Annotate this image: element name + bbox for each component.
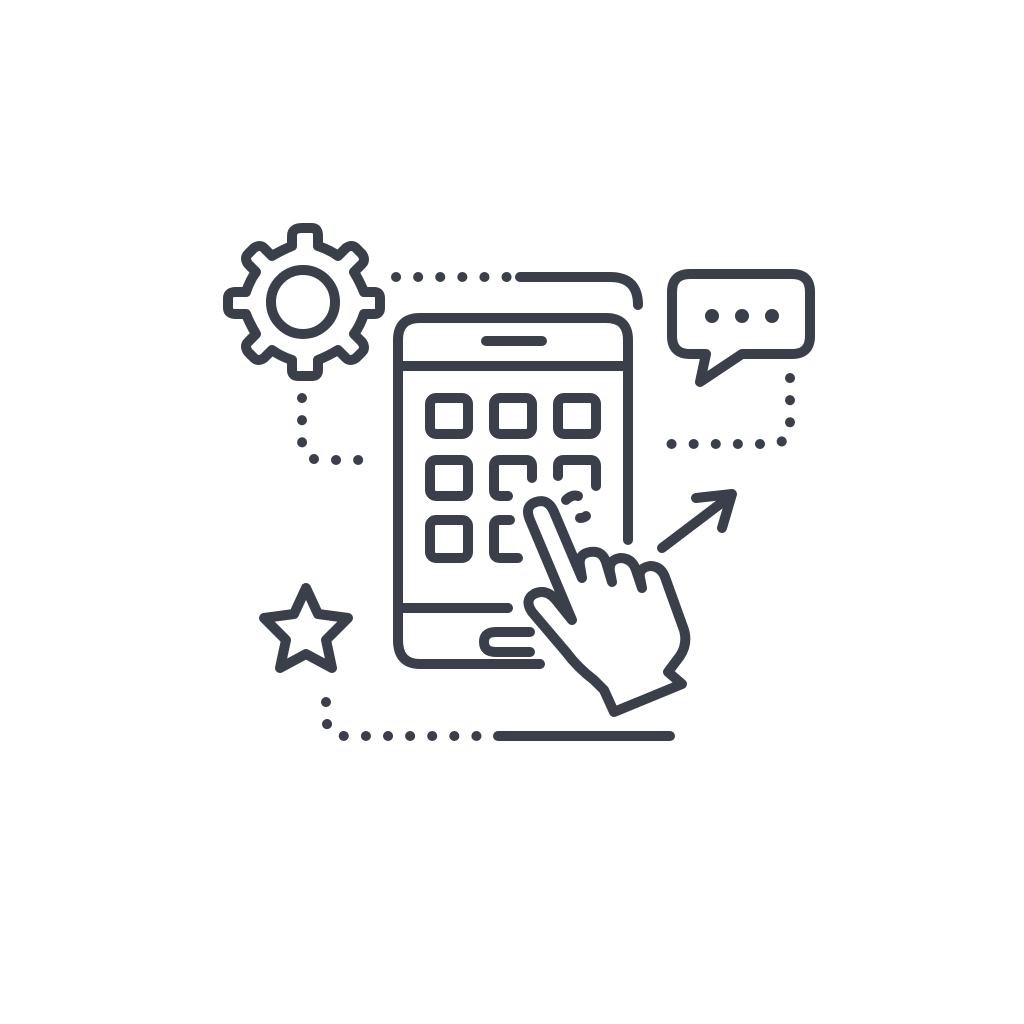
app-tile <box>425 393 473 439</box>
app-tile <box>553 393 601 439</box>
chat-bubble-icon <box>667 269 815 387</box>
app-tile <box>425 515 473 563</box>
smartphone-icon <box>393 313 633 669</box>
typing-dots <box>705 309 779 323</box>
app-tile <box>489 393 537 439</box>
connector-lines <box>297 272 795 741</box>
home-button <box>479 627 535 657</box>
tap-ripple <box>561 490 583 505</box>
star-icon <box>259 583 353 673</box>
tap-ripple <box>575 511 591 523</box>
app-tile <box>489 455 537 501</box>
pointing-hand-icon <box>523 496 691 717</box>
app-tile <box>553 455 601 491</box>
app-grid-icon <box>425 393 601 563</box>
app-tile <box>489 515 523 563</box>
app-tile <box>425 455 473 501</box>
arrow-up-right-icon <box>657 489 737 553</box>
gear-icon <box>223 223 385 381</box>
